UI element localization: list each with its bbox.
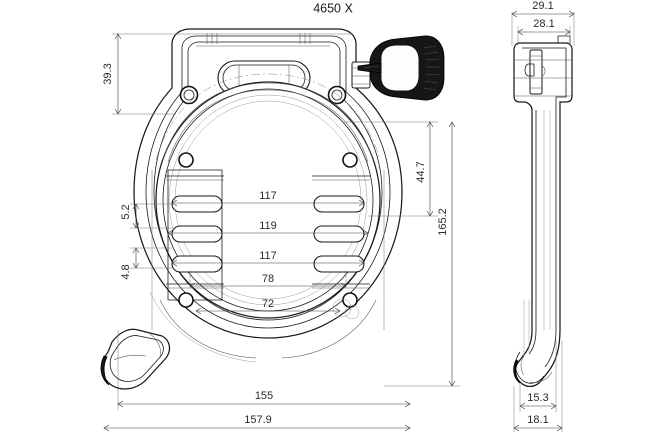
dim-44-7: 44.7 <box>344 121 438 217</box>
front-view <box>100 28 445 390</box>
housing-top-ribs <box>196 33 330 47</box>
dim-72: 72 <box>195 298 341 315</box>
dim-label-78: 78 <box>262 273 274 285</box>
right-side-plate <box>312 152 370 308</box>
dim-label-28-1: 28.1 <box>533 18 554 30</box>
dim-155: 155 <box>117 330 411 410</box>
left-side-plate <box>166 152 224 308</box>
dim-119: 119 <box>167 220 369 237</box>
side-key-slot <box>524 49 546 95</box>
dim-165-2: 165.2 <box>384 121 460 387</box>
dim-label-18-1: 18.1 <box>527 414 548 426</box>
dim-117-a: 117 <box>171 190 365 207</box>
front-dimensions: 39.3 5.2 4.8 <box>102 33 460 432</box>
dim-label-15-3: 15.3 <box>527 392 548 404</box>
housing-boss-left <box>179 85 199 105</box>
dim-28-1: 28.1 <box>517 18 571 46</box>
dim-29-1: 29.1 <box>511 0 575 46</box>
dim-label-4-8: 4.8 <box>120 264 132 279</box>
dim-18-1: 18.1 <box>513 340 563 432</box>
body-lower-detail <box>149 291 377 363</box>
dim-label-39-3: 39.3 <box>102 63 114 84</box>
dim-label-5-2: 5.2 <box>120 204 132 219</box>
dim-157-9: 157.9 <box>103 414 411 432</box>
dim-label-117-a: 117 <box>259 190 277 202</box>
dim-117-b: 117 <box>171 250 365 267</box>
drawing-title: 4650 X <box>313 1 353 15</box>
side-view <box>513 35 573 388</box>
dim-label-155: 155 <box>255 390 273 402</box>
dim-label-72: 72 <box>262 298 274 310</box>
dim-label-44-7: 44.7 <box>415 161 427 182</box>
shackle-band <box>155 73 381 163</box>
dim-78: 78 <box>189 270 347 290</box>
housing-boss-right <box>327 85 347 105</box>
dim-label-165-2: 165.2 <box>437 208 449 236</box>
dim-label-29-1: 29.1 <box>532 0 553 12</box>
dim-label-157-9: 157.9 <box>244 414 272 426</box>
dim-15-3: 15.3 <box>519 340 557 412</box>
dim-label-117-b: 117 <box>259 250 277 262</box>
dim-39-3: 39.3 <box>102 33 352 115</box>
side-dimensions: 29.1 28.1 15.3 <box>511 0 575 432</box>
side-foot <box>513 351 553 384</box>
key-icon <box>357 35 445 101</box>
dim-5-2: 5.2 <box>120 203 172 229</box>
mounting-foot <box>100 328 171 390</box>
dim-4-8: 4.8 <box>120 247 172 280</box>
dim-label-119: 119 <box>259 220 277 232</box>
